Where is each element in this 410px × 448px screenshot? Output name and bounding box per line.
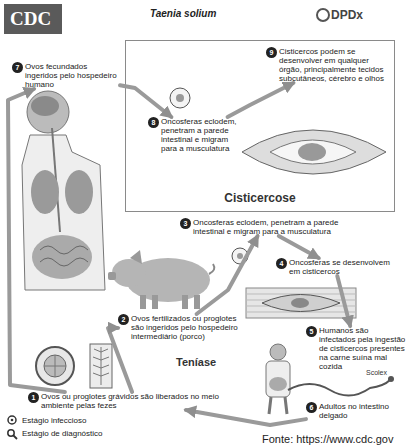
- human-definitive-host: [266, 344, 290, 414]
- stage-group: 1Ovos ou proglotes grávidos são liberado…: [28, 392, 243, 410]
- box-heading: Cisticercose: [126, 191, 394, 205]
- stage-description: Ovos fecundados ingeridos pelo hospedeir…: [25, 62, 120, 89]
- cycle-arrow: [197, 236, 258, 314]
- cysticercus-tissue: [242, 130, 386, 174]
- source-caption: Fonte: https://www.cdc.gov: [262, 433, 393, 445]
- stage-description: Oncosferas eclodem, penetram a parede in…: [161, 117, 240, 153]
- adult-tapeworm: [288, 380, 390, 396]
- legend-text: Estágio infeccioso: [22, 416, 86, 425]
- stage-description: Ovos fertilizados ou proglotes são inger…: [131, 314, 240, 341]
- logo-text: DPDx: [331, 8, 363, 22]
- stage-description: Oncosferas eclodem, penetram a parede in…: [193, 218, 345, 236]
- stage-description: Oncosferas se desenvolvem em cisticercos: [289, 258, 394, 276]
- cycle-arrow: [228, 83, 294, 117]
- cycle-arrow: [279, 236, 319, 258]
- stage-group: 8Oncosferas eclodem, penetram a parede i…: [148, 117, 240, 153]
- stage-group: 4Oncosferas se desenvolvem em cisticerco…: [276, 258, 394, 276]
- stage-group: 9Cisticercos podem se desenvolver em qua…: [266, 47, 392, 83]
- callout-number: 8: [148, 117, 159, 128]
- cycle-arrow: [337, 276, 350, 326]
- diagnostic-stage-icon: [8, 430, 17, 439]
- callout-number: 2: [118, 314, 129, 325]
- scolex-head: [388, 376, 394, 382]
- callout-number: 4: [276, 258, 287, 269]
- stage-description: Humanos são infectados pela ingestão de …: [319, 326, 406, 371]
- callout-number: 3: [180, 218, 191, 229]
- cycle-arrow: [120, 85, 171, 117]
- oncosphere: [232, 248, 248, 264]
- infective-stage-icon: [8, 416, 16, 424]
- egg: [36, 347, 74, 385]
- cysticercosis-box: Cisticercose 8Oncosferas eclodem, penetra…: [125, 40, 395, 212]
- section-label: Teníase: [176, 356, 216, 368]
- callout-number: 9: [266, 47, 277, 58]
- callout-number: 5: [306, 326, 317, 337]
- stage-group: 3Oncosferas eclodem, penetram a parede i…: [180, 218, 345, 236]
- stage-group: 7Ovos fecundados ingeridos pelo hospedei…: [12, 62, 120, 89]
- callout-number: 1: [28, 392, 39, 403]
- stage-description: Adultos no intestino delgado: [319, 402, 406, 420]
- logo-box: [4, 4, 62, 34]
- stage-group: 5Humanos são infectados pela ingestão de…: [306, 326, 406, 371]
- oncosphere: [170, 88, 190, 108]
- stage-group: 2Ovos fertilizados ou proglotes são inge…: [118, 314, 240, 341]
- stage-description: Cisticercos podem se desenvolver em qual…: [279, 47, 392, 83]
- callout-number: 7: [12, 62, 23, 73]
- cycle-arrow: [108, 328, 132, 392]
- callout-number: 6: [306, 402, 317, 413]
- stage-group: 6Adultos no intestino delgado: [306, 402, 406, 420]
- stage-description: Ovos ou proglotes grávidos são liberados…: [41, 392, 243, 410]
- diagram-title: Taenia solium: [150, 8, 216, 19]
- cycle-arrow: [8, 89, 65, 392]
- muscle-cysticercus: [246, 288, 356, 318]
- cycle-arrow: [186, 410, 306, 425]
- part-label: Scolex: [366, 369, 387, 376]
- pig: [108, 250, 214, 309]
- logo-text: CDC: [10, 8, 51, 30]
- gravid-proglottid: [90, 344, 112, 388]
- logo-mark: [317, 9, 329, 21]
- legend-text: Estágio de diagnóstico: [22, 429, 103, 438]
- human-host: [22, 91, 105, 290]
